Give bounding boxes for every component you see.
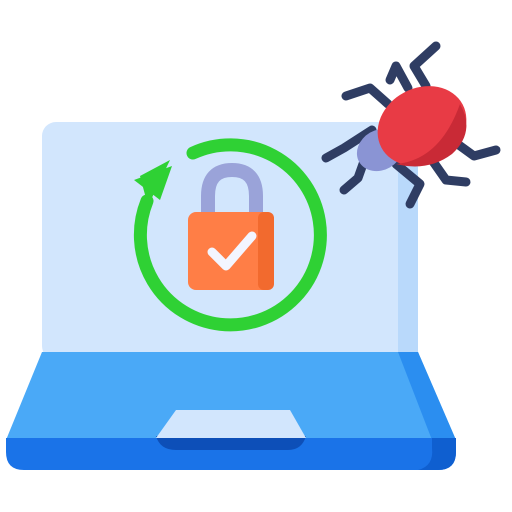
padlock-body [188,212,274,290]
bug-body-shade [396,104,467,167]
bug-icon [321,41,501,209]
padlock-shackle [201,162,263,225]
laptop-base-side-shade [398,352,456,440]
laptop-base-top [6,352,456,440]
trackpad [156,410,306,438]
laptop-base-bottom [6,438,456,470]
padlock-body-shade [258,212,274,290]
laptop-base-bottom-shade [418,438,456,470]
refresh-arrowhead-tip [134,166,172,200]
laptop-screen-shade [398,130,418,360]
checkmark-icon [207,231,257,271]
refresh-ring [133,138,327,332]
refresh-arrow-icon [133,138,327,332]
padlock-icon [188,162,274,290]
trackpad-edge [156,436,306,450]
